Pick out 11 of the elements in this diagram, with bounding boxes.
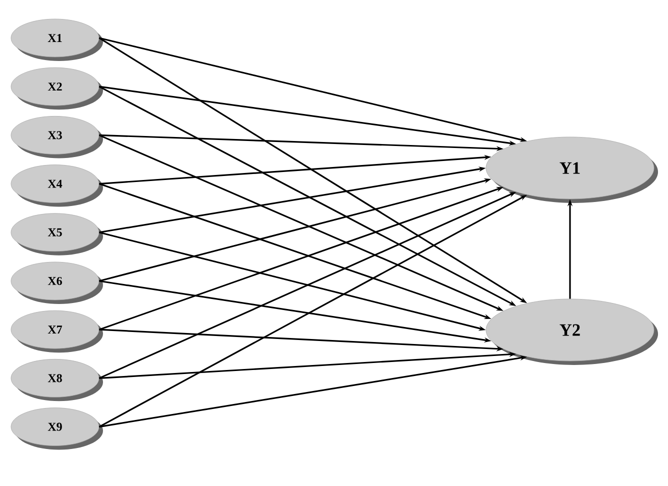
ellipse-node: X1 <box>10 18 103 61</box>
ellipse-node: Y2 <box>486 298 658 365</box>
ellipse-node: X5 <box>10 213 103 256</box>
ellipse-node: X8 <box>10 358 103 402</box>
ellipse-node: X4 <box>10 164 103 207</box>
ellipse-node: X3 <box>10 116 103 158</box>
ellipse-node: Y1 <box>486 136 658 203</box>
ellipse-node: X9 <box>10 408 103 450</box>
ellipse-node: X6 <box>10 262 103 304</box>
ellipse-node: X7 <box>10 310 103 353</box>
ellipse-node: X2 <box>10 67 103 110</box>
